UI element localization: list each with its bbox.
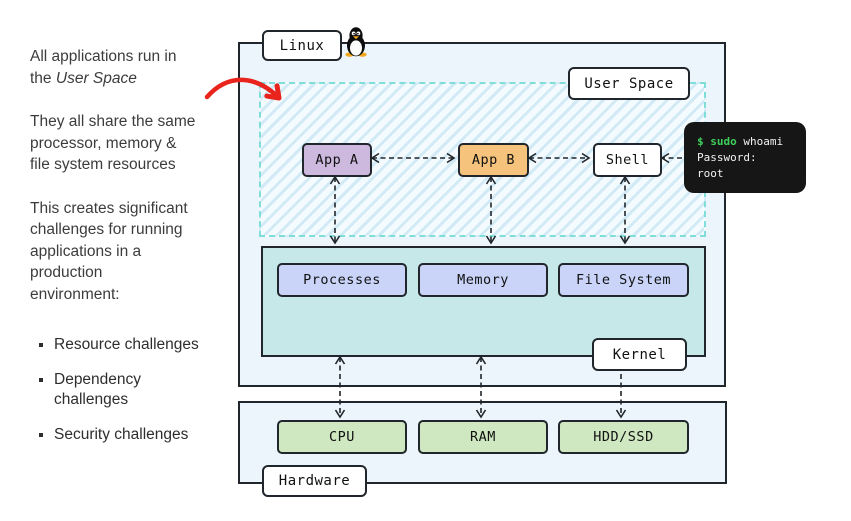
terminal-command-rest: whoami xyxy=(736,135,784,148)
user-space-label: User Space xyxy=(568,67,690,100)
terminal-popup: $ sudo whoami Password: root xyxy=(684,122,806,193)
app-a-box: App A xyxy=(302,143,372,177)
terminal-line-3: root xyxy=(697,167,724,180)
ram-box: RAM xyxy=(418,420,548,454)
terminal-line-1: $ sudo whoami xyxy=(697,134,806,150)
cpu-box: CPU xyxy=(277,420,407,454)
memory-box: Memory xyxy=(418,263,548,297)
note-1-text: All applications run in the xyxy=(30,48,177,87)
shell-box: Shell xyxy=(593,143,662,177)
note-paragraph-1: All applications run in the User Space xyxy=(30,46,234,89)
hdd-ssd-box: HDD/SSD xyxy=(558,420,689,454)
list-item: Dependency challenges xyxy=(54,370,234,410)
tux-penguin-icon xyxy=(345,27,367,57)
terminal-command-highlight: $ sudo xyxy=(697,135,737,148)
hardware-label: Hardware xyxy=(262,465,367,497)
terminal-line-2: Password: xyxy=(697,151,757,164)
linux-label: Linux xyxy=(262,30,342,61)
note-1-italic: User Space xyxy=(55,69,137,87)
kernel-label: Kernel xyxy=(592,338,687,371)
list-item: Resource challenges xyxy=(54,335,234,355)
file-system-box: File System xyxy=(558,263,689,297)
list-item: Security challenges xyxy=(54,425,234,445)
app-b-box: App B xyxy=(458,143,529,177)
note-paragraph-3: This creates significant challenges for … xyxy=(30,199,188,303)
note-paragraph-2: They all share the same processor, memor… xyxy=(30,113,196,173)
challenges-list: Resource challenges Dependency challenge… xyxy=(30,335,234,445)
annotation-column: All applications run in the User Space T… xyxy=(30,46,234,460)
processes-box: Processes xyxy=(277,263,407,297)
